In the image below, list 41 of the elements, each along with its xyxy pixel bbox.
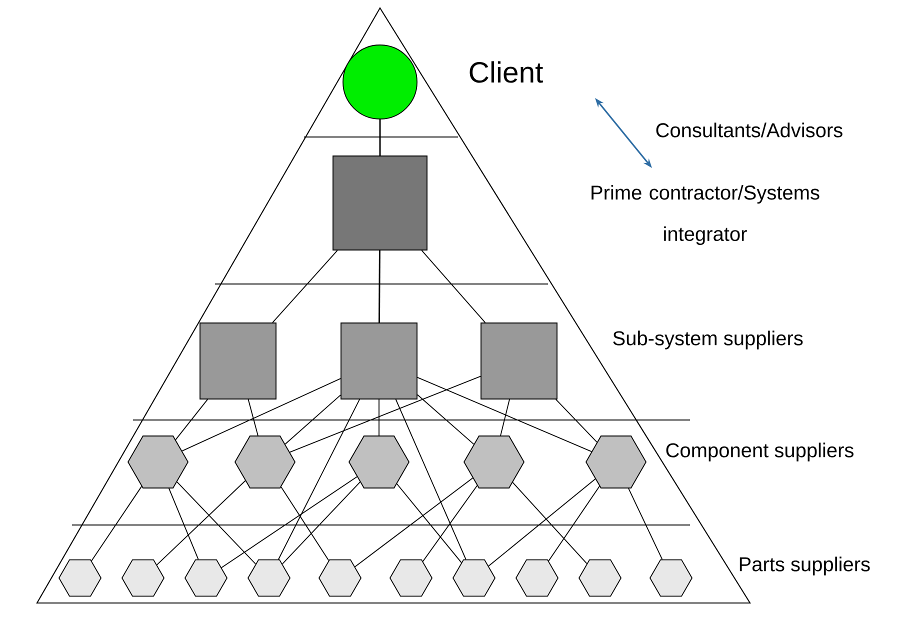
client-circle (342, 44, 418, 120)
connector-line (156, 480, 246, 566)
contractor-square (332, 156, 428, 250)
connector-line (555, 399, 598, 443)
connector-line (488, 478, 596, 567)
connector-line (417, 394, 474, 445)
tier-label: Parts suppliers (740, 556, 870, 576)
connector-line (395, 399, 466, 560)
tier-label: Component suppliers (666, 442, 854, 462)
connector-line (548, 486, 600, 562)
tier-label: Sub-system suppliers (613, 330, 803, 350)
connector-line (378, 399, 380, 436)
connector-line (168, 488, 199, 560)
tier-label: Consultants/Advisors (656, 122, 842, 138)
connector-line (422, 485, 478, 562)
connector-line (272, 250, 338, 323)
subsystem-square (200, 322, 276, 400)
connector-line (91, 486, 142, 562)
tier-label: Client (470, 61, 544, 83)
connector-line (289, 376, 482, 453)
connector-line (282, 482, 360, 564)
connector-line (182, 378, 341, 452)
connector-line (379, 119, 381, 156)
tier-label: Prime contractor/Systems integrator (592, 185, 820, 245)
connector-line (417, 376, 592, 452)
connector-line (512, 482, 588, 564)
connector-line (354, 478, 474, 568)
connector-line (284, 394, 341, 445)
connector-line (396, 483, 462, 564)
connector-line (278, 399, 360, 560)
connector-line (221, 476, 358, 568)
connector-line (248, 399, 258, 436)
connector-line (280, 486, 330, 561)
subsystem-square (480, 322, 558, 400)
subsystem-square (340, 322, 418, 400)
connector-line (421, 250, 486, 323)
connector-line (176, 481, 256, 564)
connector-line (378, 250, 380, 323)
connector-line (500, 399, 510, 436)
connector-line (175, 399, 208, 440)
connector-line (628, 488, 663, 560)
